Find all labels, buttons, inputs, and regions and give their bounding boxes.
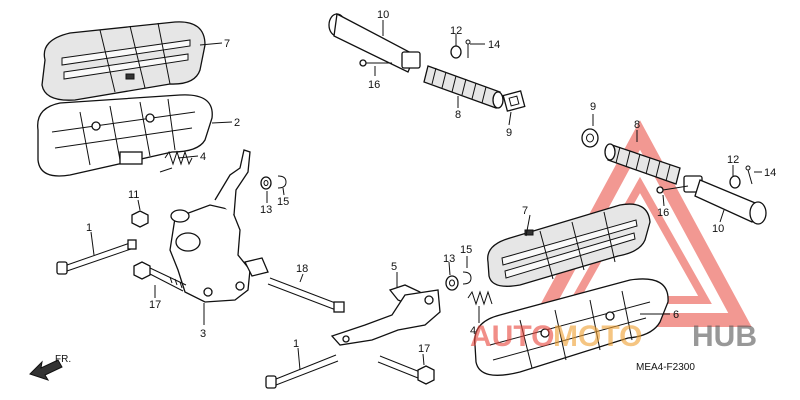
leader-lines: [90, 20, 762, 371]
watermark-word-b: MOTO: [553, 320, 642, 353]
washer-12-top: [450, 45, 462, 59]
callout-17-lower: 17: [418, 343, 430, 355]
pin-16-right: [656, 185, 689, 194]
callout-10-top: 10: [377, 9, 389, 21]
spring-left: [159, 150, 193, 173]
callout-16-top: 16: [368, 79, 380, 91]
washer-9-right: [581, 128, 599, 148]
callout-16-right: 16: [657, 207, 669, 219]
callout-13-left: 13: [260, 204, 272, 216]
diagram-code: MEA4-F2300: [636, 362, 695, 373]
callout-15-center: 15: [460, 244, 472, 256]
clip-15-left: [277, 175, 287, 189]
callout-12-right: 12: [727, 154, 739, 166]
callout-9-top: 9: [506, 127, 512, 139]
callout-18: 18: [296, 263, 308, 275]
callout-6: 6: [673, 309, 679, 321]
peg-bar-10-right: [683, 175, 767, 225]
callout-4-left: 4: [200, 151, 206, 163]
callout-labels: 10 12 14 16 7 2 4 8 9 9 8 12 14 10 16 11…: [86, 9, 776, 355]
clip-15-center: [462, 271, 472, 285]
callout-10-right: 10: [712, 223, 724, 235]
watermark-logo: AUTO MOTO HUB: [470, 320, 757, 353]
callout-14-top: 14: [488, 39, 500, 51]
washer-13-left: [260, 176, 272, 190]
callout-8-right: 8: [634, 119, 640, 131]
callout-5: 5: [391, 261, 397, 273]
callout-8-top: 8: [455, 109, 461, 121]
nut-11-left: [131, 210, 149, 228]
watermark-word-c: HUB: [692, 320, 757, 353]
callout-1-lower: 1: [293, 338, 299, 350]
washer-13-center: [445, 275, 459, 291]
callout-2: 2: [234, 117, 240, 129]
watermark-word-a: AUTO: [470, 320, 554, 353]
callout-17-left: 17: [149, 299, 161, 311]
peg-bar-10-top: [328, 12, 421, 73]
callout-14-right: 14: [764, 167, 776, 179]
front-direction-label: FR.: [55, 354, 71, 365]
right-footboard-pad: [487, 203, 651, 287]
bolt-1-lower: [265, 354, 339, 389]
rubber-grip-8-right: [604, 143, 681, 185]
bolt-18: [267, 277, 345, 313]
right-footboard-frame: [474, 278, 669, 376]
callout-4-center: 4: [470, 325, 476, 337]
left-footboard-frame: [37, 94, 213, 177]
front-direction-arrow: FR.: [29, 354, 71, 381]
callout-13-center: 13: [443, 253, 455, 265]
callout-11: 11: [128, 189, 139, 201]
cotter-14-right: [745, 165, 753, 185]
center-bracket: [330, 284, 441, 346]
callout-15-left: 15: [277, 196, 289, 208]
washer-9-top: [502, 90, 526, 112]
left-footboard-pad: [41, 21, 206, 101]
cotter-14-top: [465, 39, 471, 58]
left-bracket: [169, 149, 269, 303]
bolt-17-lower: [377, 355, 435, 385]
callout-7-left: 7: [224, 38, 230, 50]
pin-16-top: [359, 59, 392, 67]
bolt-1-left: [56, 239, 137, 275]
washer-12-right: [729, 175, 741, 189]
bolt-17-left: [133, 261, 187, 292]
callout-7-right: 7: [522, 205, 528, 217]
spring-center: [467, 290, 493, 306]
callout-12-top: 12: [450, 25, 462, 37]
rubber-grip-8-top: [423, 65, 504, 109]
callout-3: 3: [200, 328, 206, 340]
callout-1-left: 1: [86, 222, 92, 234]
callout-9-right: 9: [590, 101, 596, 113]
